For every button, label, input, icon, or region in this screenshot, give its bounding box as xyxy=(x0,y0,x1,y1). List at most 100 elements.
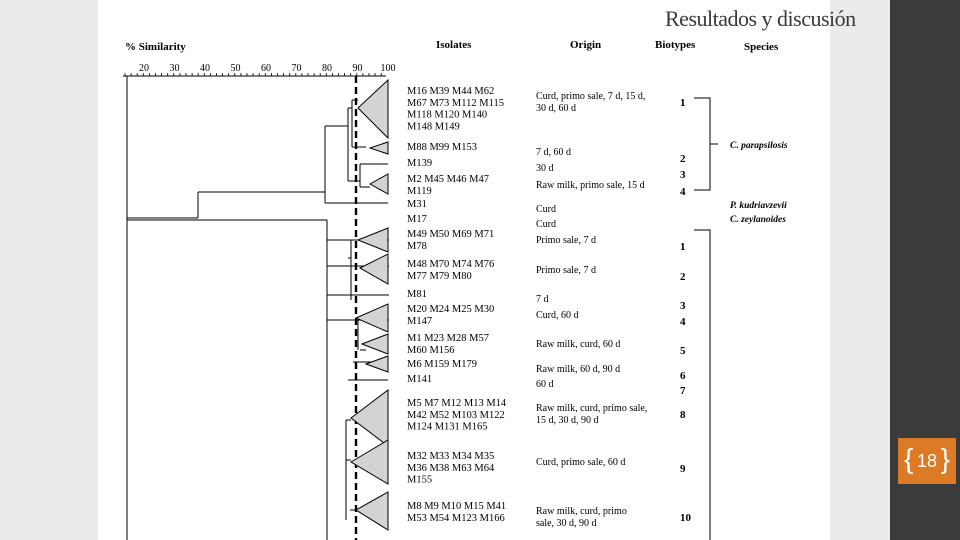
scale-tick-label: 90 xyxy=(353,63,363,74)
isolate-list: M16 M39 M44 M62 xyxy=(407,86,494,97)
origin-text: Curd, primo sale, 7 d, 15 d, xyxy=(536,91,645,102)
scale-tick-label: 80 xyxy=(322,63,332,74)
right-brace-icon: } xyxy=(940,443,950,474)
scale-tick-label: 70 xyxy=(292,63,302,74)
isolate-list: M60 M156 xyxy=(407,345,455,356)
isolate-list: M78 xyxy=(407,241,427,252)
isolate-list: M1 M23 M28 M57 xyxy=(407,333,489,344)
isolate-list: M67 M73 M112 M115 xyxy=(407,98,504,109)
isolate-list: M48 M70 M74 M76 xyxy=(407,259,494,270)
dendrogram-svg: % Similarity Isolates Origin Biotypes Sp… xyxy=(123,39,788,540)
header-species: Species xyxy=(744,41,779,53)
species-label: P. kudriavzevii xyxy=(730,201,787,211)
page-number: 18 xyxy=(916,451,938,471)
isolate-list: M88 M99 M153 xyxy=(407,142,477,153)
cluster-triangle xyxy=(356,227,389,253)
biotype-number: 2 xyxy=(680,153,686,165)
isolate-list: M141 xyxy=(407,374,432,385)
cluster-triangle xyxy=(364,355,389,373)
isolate-list: M36 M38 M63 M64 xyxy=(407,463,495,474)
left-brace-icon: { xyxy=(904,443,914,474)
isolate-list: M2 M45 M46 M47 xyxy=(407,174,489,185)
origin-text: sale, 30 d, 90 d xyxy=(536,518,597,529)
species-label: C. parapsilosis xyxy=(730,141,788,151)
biotype-number: 10 xyxy=(680,512,692,524)
isolate-list: M147 xyxy=(407,316,432,327)
page-number-badge: { 18 } xyxy=(898,438,956,484)
cluster-triangle xyxy=(358,253,389,285)
scale-tick-label: 60 xyxy=(261,63,271,74)
scale-tick-label: 40 xyxy=(200,63,210,74)
isolate-list: M17 xyxy=(407,214,427,225)
origin-text: Curd xyxy=(536,219,556,230)
species-brace-parapsilosis xyxy=(694,97,718,191)
origin-text: 30 d xyxy=(536,163,554,174)
origin-text: Primo sale, 7 d xyxy=(536,265,596,276)
isolate-list: M155 xyxy=(407,475,432,486)
isolate-list: M139 xyxy=(407,158,432,169)
biotype-number: 6 xyxy=(680,370,686,382)
header-biotypes: Biotypes xyxy=(655,39,696,51)
biotype-number: 9 xyxy=(680,463,686,475)
cluster-triangle xyxy=(350,439,389,485)
isolate-list: M118 M120 M140 xyxy=(407,110,487,121)
cluster-triangle xyxy=(350,388,389,448)
origin-text: 30 d, 60 d xyxy=(536,103,576,114)
isolate-list: M31 xyxy=(407,199,427,210)
isolate-list: M124 M131 M165 xyxy=(407,422,488,433)
isolate-list: M42 M52 M103 M122 xyxy=(407,410,505,421)
biotype-number: 4 xyxy=(680,316,686,328)
cluster-connectors xyxy=(126,76,389,540)
isolate-list: M119 xyxy=(407,186,432,197)
scale-tick-label: 20 xyxy=(139,63,149,74)
similarity-scale: 20 30 40 50 60 70 80 90 100 xyxy=(123,63,396,77)
cluster-triangle xyxy=(368,173,389,195)
isolate-list: M6 M159 M179 xyxy=(407,359,477,370)
biotype-number: 1 xyxy=(680,97,686,109)
scale-tick-label: 100 xyxy=(381,63,396,74)
origin-text: 7 d xyxy=(536,294,549,305)
isolate-list: M20 M24 M25 M30 xyxy=(407,304,494,315)
biotype-number: 3 xyxy=(680,300,686,312)
origin-text: Raw milk, curd, 60 d xyxy=(536,339,620,350)
origin-text: Raw milk, primo sale, 15 d xyxy=(536,180,645,191)
origin-text: Raw milk, 60 d, 90 d xyxy=(536,364,620,375)
species-label: C. zeylanoides xyxy=(730,215,786,225)
origin-text: 7 d, 60 d xyxy=(536,147,571,158)
origin-text: 60 d xyxy=(536,379,554,390)
header-isolates: Isolates xyxy=(436,39,472,51)
cluster-triangle xyxy=(355,491,389,531)
cluster-triangle xyxy=(368,141,389,155)
isolate-list: M148 M149 xyxy=(407,121,460,132)
species-brace-zeylanoides xyxy=(694,229,711,540)
biotype-number: 4 xyxy=(680,186,686,198)
origin-text: Curd, 60 d xyxy=(536,310,579,321)
cluster-triangle xyxy=(360,333,389,355)
biotype-number: 5 xyxy=(680,345,686,357)
header-origin: Origin xyxy=(570,39,601,51)
isolate-list: M8 M9 M10 M15 M41 xyxy=(407,501,506,512)
biotype-number: 1 xyxy=(680,241,686,253)
biotype-number: 7 xyxy=(680,385,686,397)
dendrogram-figure: % Similarity Isolates Origin Biotypes Sp… xyxy=(98,0,830,540)
origin-text: Raw milk, curd, primo xyxy=(536,506,627,517)
biotype-number: 3 xyxy=(680,169,686,181)
scale-tick-label: 50 xyxy=(231,63,241,74)
origin-text: 15 d, 30 d, 90 d xyxy=(536,415,599,426)
cluster-triangle xyxy=(357,78,389,140)
biotype-number: 2 xyxy=(680,271,686,283)
isolate-list: M81 xyxy=(407,289,427,300)
origin-text: Curd xyxy=(536,204,556,215)
origin-text: Curd, primo sale, 60 d xyxy=(536,457,625,468)
scale-tick-label: 30 xyxy=(170,63,180,74)
origin-text: Raw milk, curd, primo sale, xyxy=(536,403,647,414)
collapsed-clusters xyxy=(350,78,389,531)
isolate-list: M32 M33 M34 M35 xyxy=(407,451,494,462)
isolate-list: M5 M7 M12 M13 M14 xyxy=(407,398,507,409)
isolate-list: M49 M50 M69 M71 xyxy=(407,229,494,240)
isolate-list: M77 M79 M80 xyxy=(407,271,472,282)
header-similarity: % Similarity xyxy=(125,41,186,53)
origin-text: Primo sale, 7 d xyxy=(536,235,596,246)
slide-title: Resultados y discusión xyxy=(665,6,856,31)
